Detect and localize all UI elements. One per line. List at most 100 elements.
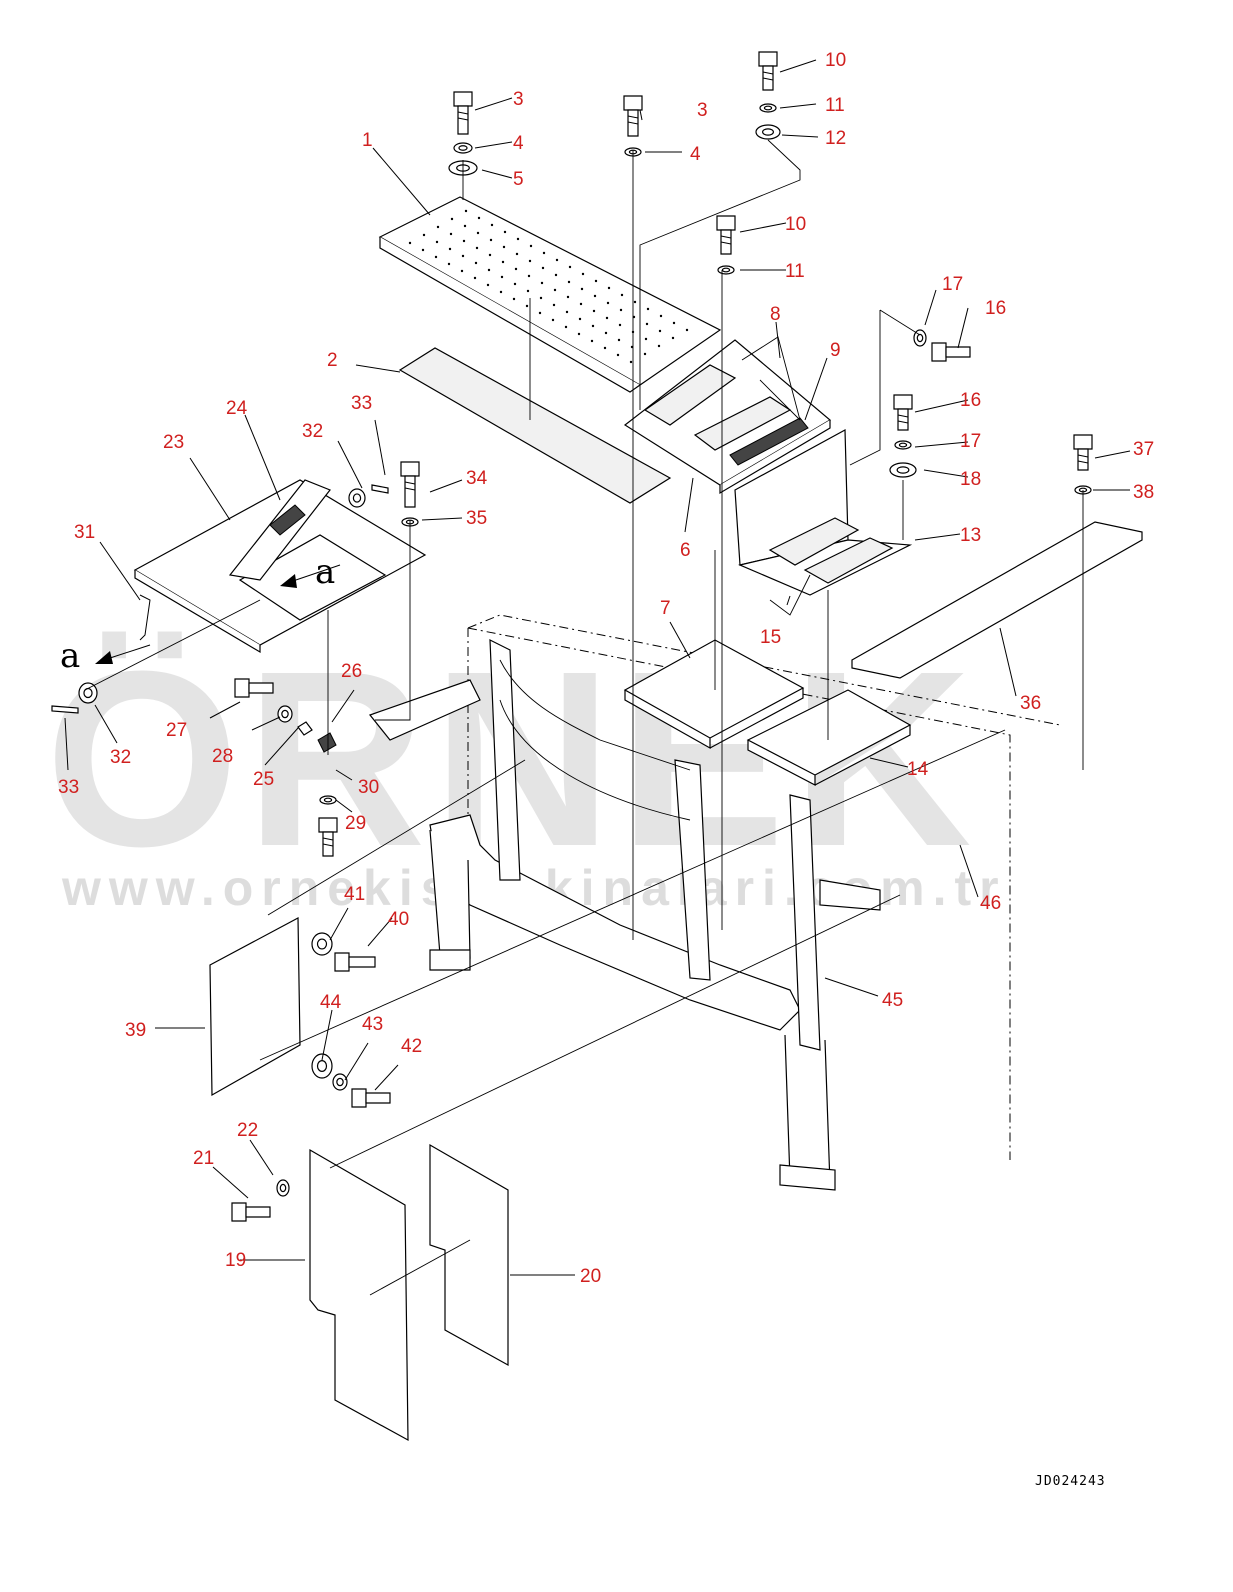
- leader-line: [869, 757, 909, 768]
- plate-hole: [422, 233, 426, 237]
- leader-line: [264, 727, 299, 766]
- leader-line: [344, 1042, 369, 1081]
- callout-5: 5: [513, 169, 524, 190]
- callout-37: 37: [1133, 439, 1154, 460]
- plate-hole: [477, 216, 481, 220]
- callout-43: 43: [362, 1014, 383, 1035]
- callout-24: 24: [226, 398, 248, 419]
- fasteners: [51, 51, 1093, 1222]
- callout-26: 26: [341, 661, 362, 682]
- washer-icon: [78, 682, 98, 704]
- callout-20: 20: [580, 1266, 601, 1287]
- plate-hole: [464, 209, 468, 213]
- washer-icon: [759, 103, 777, 113]
- assembly-axes: [84, 139, 1084, 1296]
- callout-15: 15: [760, 627, 781, 648]
- callout-32: 32: [302, 421, 323, 442]
- plate-hole: [603, 346, 607, 350]
- panel-19: [309, 1148, 409, 1442]
- plate-hole: [580, 287, 584, 291]
- plate-hole: [592, 309, 596, 313]
- callout-8: 8: [770, 304, 781, 325]
- leader-line: [804, 357, 828, 421]
- long-plate-36: [851, 521, 1143, 679]
- plate-hole: [499, 290, 503, 294]
- callout-38: 38: [1133, 482, 1154, 503]
- callout-22: 22: [237, 1120, 258, 1141]
- plate-hole: [448, 247, 452, 251]
- callout-10: 10: [825, 50, 846, 71]
- washer-icon: [311, 1053, 333, 1079]
- plate-hole: [540, 281, 544, 285]
- plate-hole: [672, 321, 676, 325]
- callout-13: 13: [960, 525, 981, 546]
- callout-16: 16: [985, 298, 1006, 319]
- bolt-icon: [453, 91, 473, 135]
- plate-hole: [617, 338, 621, 342]
- plate-hole: [528, 259, 532, 263]
- bolt-icon: [931, 342, 971, 362]
- leader-line: [481, 169, 513, 179]
- bolt-icon: [1073, 434, 1093, 471]
- bolt-icon: [400, 461, 420, 508]
- callout-1: 1: [362, 130, 373, 151]
- callout-46: 46: [980, 893, 1001, 914]
- bolt-icon: [623, 95, 643, 137]
- leader-line: [355, 364, 401, 373]
- leader-line: [639, 109, 643, 121]
- view-letter-a-hatch: a: [315, 552, 335, 592]
- washer-icon: [717, 265, 735, 275]
- leader-line: [786, 595, 791, 606]
- plate-hole: [461, 254, 465, 258]
- plate-hole: [552, 303, 556, 307]
- plate-hole: [515, 252, 519, 256]
- leader-line: [923, 469, 969, 478]
- callout-25: 25: [253, 769, 274, 790]
- plate-hole: [633, 300, 637, 304]
- panel-20: [429, 1143, 509, 1367]
- washer-icon: [889, 462, 917, 478]
- callout-6: 6: [680, 540, 691, 561]
- plate-hole: [541, 266, 545, 270]
- callout-labels: 1233445678910101111121314151616171718192…: [58, 50, 1154, 1287]
- plate-hole: [594, 279, 598, 283]
- callout-29: 29: [345, 813, 366, 834]
- callout-11: 11: [825, 95, 845, 116]
- callout-10: 10: [785, 214, 806, 235]
- leader-line: [331, 689, 355, 723]
- callout-4: 4: [513, 133, 524, 154]
- callout-34: 34: [466, 468, 488, 489]
- plate-hole: [618, 323, 622, 327]
- bolt-icon: [893, 394, 913, 431]
- leader-line: [209, 701, 241, 719]
- leader-line: [914, 399, 969, 413]
- center-step-plate: [623, 339, 832, 495]
- callout-14: 14: [907, 759, 929, 780]
- washer-icon: [913, 329, 927, 347]
- bolt-icon: [351, 1088, 391, 1108]
- plate-hole: [643, 352, 647, 356]
- plate-hole: [620, 293, 624, 297]
- plate-hole: [554, 273, 558, 277]
- plate-hole: [475, 246, 479, 250]
- plate-hole: [579, 302, 583, 306]
- callout-33: 33: [58, 777, 79, 798]
- plate-hole: [568, 265, 572, 269]
- plate-hole: [578, 317, 582, 321]
- washer-icon: [276, 1179, 290, 1197]
- plate-hole: [629, 360, 633, 364]
- leader-line: [824, 977, 879, 997]
- top-step-plate: [378, 196, 722, 393]
- plate-hole: [659, 314, 663, 318]
- washer-icon: [755, 124, 781, 140]
- plate-hole: [473, 276, 477, 280]
- bolt-icon: [318, 817, 338, 857]
- callout-42: 42: [401, 1036, 422, 1057]
- callout-3: 3: [697, 100, 708, 121]
- leader-line: [421, 517, 463, 521]
- plate-hole: [565, 310, 569, 314]
- leader-line: [99, 541, 141, 601]
- plate-hole: [525, 304, 529, 308]
- plate-hole: [605, 316, 609, 320]
- washer-icon: [319, 795, 337, 805]
